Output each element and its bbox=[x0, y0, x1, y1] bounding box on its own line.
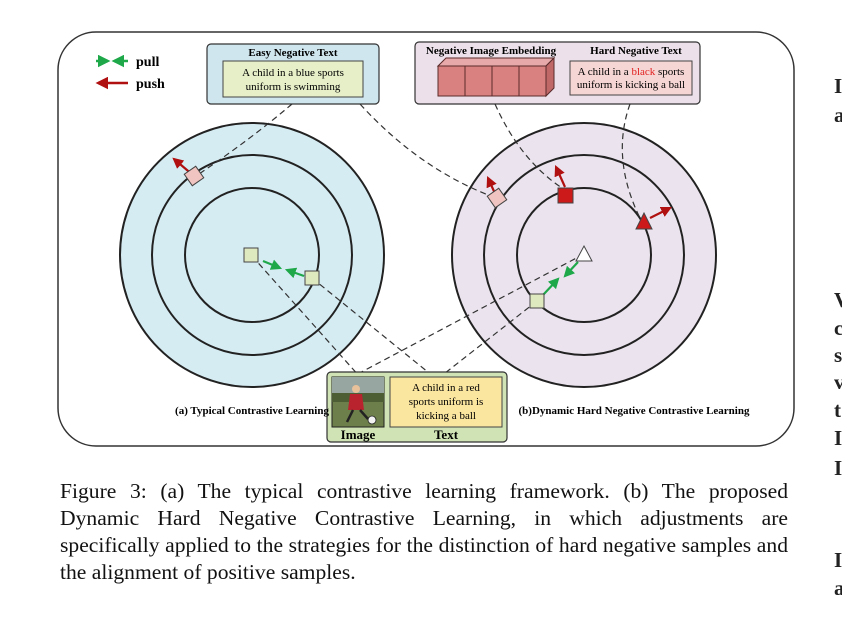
anchor-panel: A child in a red sports uniform is kicki… bbox=[326, 371, 508, 443]
legend: pull push bbox=[95, 54, 165, 92]
right-markers bbox=[486, 164, 672, 309]
edge-fragment: V bbox=[834, 290, 842, 311]
figure-diagram: pull push Easy Negative Text A child in … bbox=[57, 31, 795, 447]
anchor-image-label: Image bbox=[341, 427, 376, 442]
easy-negative-panel: Easy Negative Text A child in a blue spo… bbox=[206, 43, 380, 105]
edge-fragment: c bbox=[834, 318, 842, 339]
edge-fragment: v bbox=[834, 372, 842, 393]
edge-fragment: t bbox=[834, 400, 841, 421]
edge-fragment: s bbox=[834, 345, 842, 366]
legend-pull-label: pull bbox=[136, 55, 159, 70]
hard-negative-panel: Negative Image Embedding Hard Negative T… bbox=[414, 41, 701, 105]
dashed-connectors bbox=[195, 103, 643, 378]
anchor-text-line3: kicking a ball bbox=[416, 410, 476, 422]
anchor-text-line2: sports uniform is bbox=[409, 396, 484, 408]
edge-fragment: I bbox=[834, 428, 842, 449]
easy-negative-text-line2: uniform is swimming bbox=[246, 81, 341, 93]
hard-negative-image-marker bbox=[557, 187, 574, 204]
anchor-image-marker bbox=[529, 293, 545, 309]
easy-negative-marker bbox=[183, 165, 205, 187]
edge-fragment: a bbox=[834, 578, 842, 599]
edge-fragment: a bbox=[834, 105, 842, 126]
negative-embedding-title: Negative Image Embedding bbox=[426, 45, 557, 57]
embedding-cubes-icon bbox=[436, 56, 556, 98]
anchor-text-label: Text bbox=[434, 427, 459, 442]
figure-caption: Figure 3: (a) The typical contrastive le… bbox=[60, 479, 788, 584]
right-diagram-label: (b)Dynamic Hard Negative Contrastive Lea… bbox=[519, 405, 750, 417]
easy-negative-text-line1: A child in a blue sports bbox=[242, 67, 344, 79]
legend-push-label: push bbox=[136, 77, 165, 92]
anchor-text-line1: A child in a red bbox=[412, 382, 480, 394]
anchor-text-marker bbox=[575, 244, 593, 262]
edge-fragment: I bbox=[834, 76, 842, 97]
hard-negative-text-line1: A child in a black sports bbox=[578, 66, 685, 78]
left-diagram-label: (a) Typical Contrastive Learning bbox=[175, 405, 329, 417]
anchor-photo bbox=[331, 376, 385, 428]
hard-negative-title: Hard Negative Text bbox=[590, 45, 682, 57]
edge-fragment: I bbox=[834, 550, 842, 571]
left-markers bbox=[172, 157, 320, 286]
anchor-image-marker bbox=[243, 247, 259, 263]
anchor-text-marker bbox=[304, 270, 320, 286]
edge-fragment: I bbox=[834, 458, 842, 479]
hard-negative-text-line2: uniform is kicking a ball bbox=[577, 79, 685, 91]
easy-negative-title: Easy Negative Text bbox=[248, 47, 338, 59]
hard-negative-highlight: black bbox=[631, 66, 655, 78]
hard-negative-text-marker bbox=[635, 211, 653, 230]
easy-negative-marker bbox=[486, 187, 508, 209]
